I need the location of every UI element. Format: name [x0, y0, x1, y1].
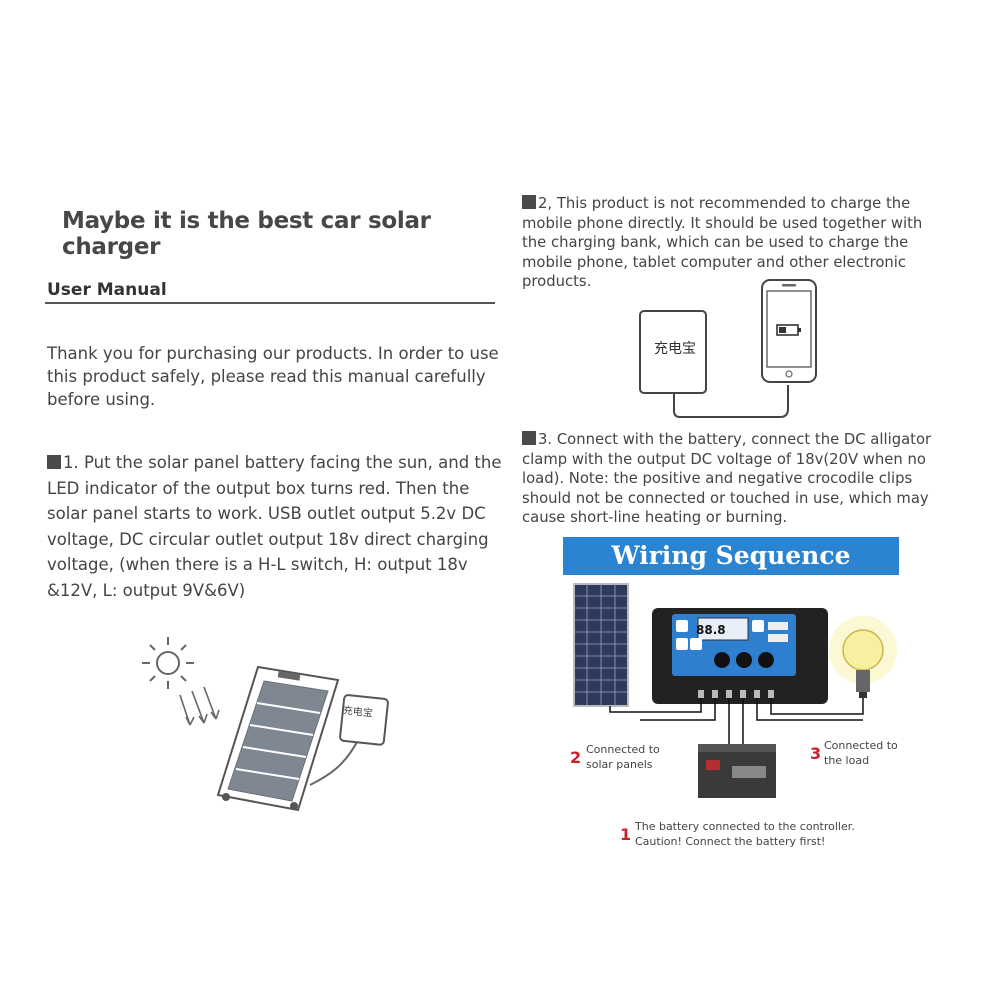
wiring-item-2-line2: solar panels	[586, 758, 653, 771]
wiring-item-1-line1: The battery connected to the controller.	[635, 820, 855, 833]
bullet-square-icon	[522, 195, 536, 209]
wiring-diagram	[573, 583, 897, 798]
charge-controller-icon	[652, 608, 828, 704]
wiring-item-3-line1: Connected to	[824, 739, 898, 752]
solar-panel-icon	[573, 583, 629, 707]
battery-charging-icon	[776, 324, 801, 336]
wiring-item-3-line2: the load	[824, 754, 870, 767]
controller-display-readout: 88.8	[696, 623, 726, 637]
power-bank-label-small: 充电宝	[342, 705, 374, 720]
wiring-item-1-number: 1	[620, 825, 632, 844]
solar-panel	[216, 665, 340, 812]
step-1-paragraph: 1. Put the solar panel battery facing th…	[47, 450, 507, 603]
step-2-text: 2, This product is not recommended to ch…	[522, 195, 923, 290]
step-2-paragraph: 2, This product is not recommended to ch…	[522, 194, 947, 292]
wiring-sequence-banner: Wiring Sequence	[563, 537, 899, 575]
wiring-item-2-line1: Connected to	[586, 743, 660, 756]
heading-divider	[45, 302, 495, 304]
light-bulb-icon	[829, 616, 897, 698]
battery-icon	[698, 744, 776, 798]
wiring-item-3-number: 3	[810, 744, 822, 763]
wiring-item-2-number: 2	[570, 748, 582, 767]
sun-icon	[142, 637, 194, 689]
step-3-paragraph: 3. Connect with the battery, connect the…	[522, 430, 947, 528]
page-title: Maybe it is the best car solar charger	[62, 208, 431, 260]
phone-charging-illustration	[639, 279, 817, 418]
power-bank-label: 充电宝	[654, 341, 696, 357]
bullet-square-icon	[522, 431, 536, 445]
power-bank-icon	[339, 694, 389, 746]
solar-panel-illustration	[142, 637, 389, 812]
bullet-square-icon	[47, 455, 61, 469]
step-3-text: 3. Connect with the battery, connect the…	[522, 431, 932, 526]
sun-rays-icon	[179, 686, 220, 726]
step-1-text: 1. Put the solar panel battery facing th…	[47, 453, 502, 600]
intro-paragraph: Thank you for purchasing our products. I…	[47, 344, 499, 409]
wiring-item-1-line2: Caution! Connect the battery first!	[635, 835, 826, 848]
section-heading: User Manual	[47, 280, 167, 300]
